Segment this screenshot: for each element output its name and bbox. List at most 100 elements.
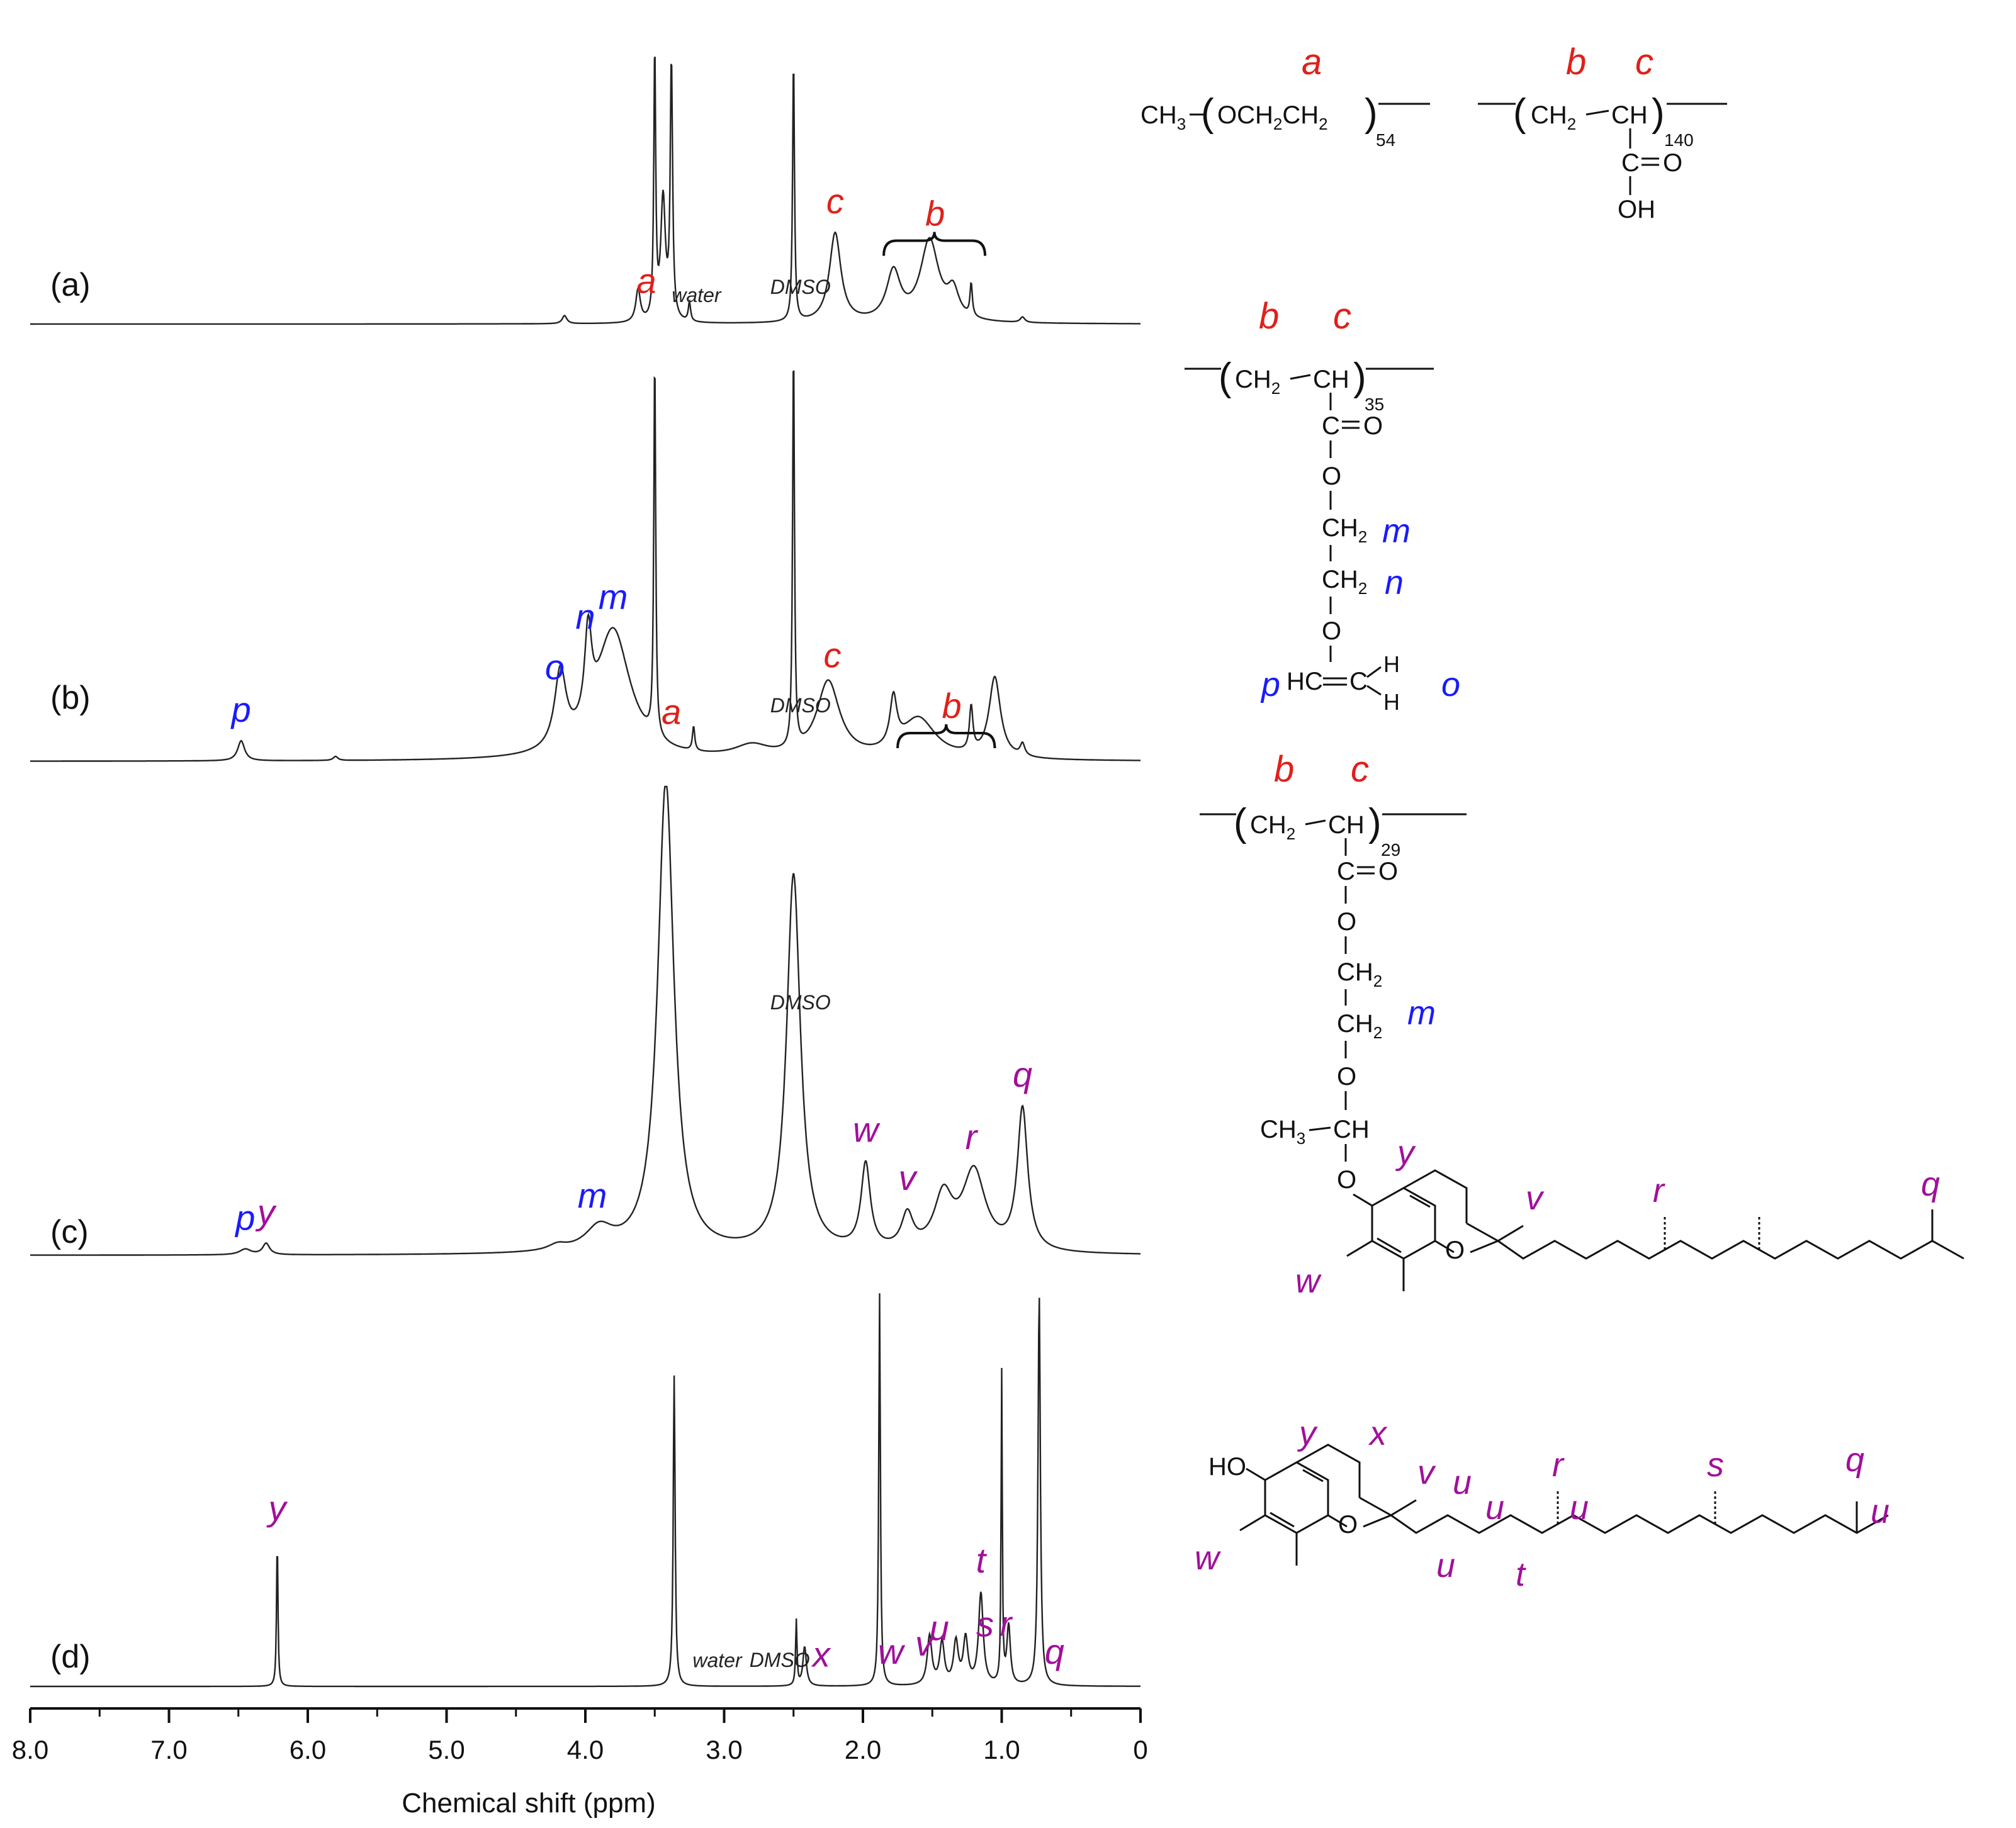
struct-d-label-u4: u bbox=[1570, 1489, 1589, 1527]
peak-label-b-3: m bbox=[599, 577, 628, 617]
peak-label-d-7: t bbox=[976, 1540, 988, 1580]
peak-label-d-6: u bbox=[930, 1608, 949, 1648]
struct-a-paa-ch2: CH2 bbox=[1531, 101, 1576, 133]
peak-label-d-1: water bbox=[692, 1649, 743, 1672]
struct-b-label-n: n bbox=[1385, 564, 1404, 602]
struct-b-o-carbonyl: O bbox=[1363, 412, 1383, 440]
struct-a-paa-co: C bbox=[1621, 149, 1640, 177]
peak-label-c-4: w bbox=[853, 1110, 881, 1150]
struct-d-label-u2: u bbox=[1485, 1489, 1504, 1527]
peak-label-d-2: DMSO bbox=[750, 1649, 810, 1671]
struct-b-ch: CH bbox=[1313, 366, 1349, 393]
peak-label-c-0: p bbox=[234, 1198, 255, 1238]
panel-label-b: (b) bbox=[50, 680, 91, 716]
peak-label-d-8: s bbox=[976, 1605, 994, 1644]
spectrum-trace-a bbox=[30, 56, 1140, 325]
struct-c-o3: O bbox=[1337, 1166, 1356, 1194]
struct-a-paa-oh: OH bbox=[1618, 196, 1655, 223]
brace-b bbox=[896, 724, 996, 749]
peak-label-c-1: y bbox=[255, 1192, 277, 1231]
struct-c-open: ( bbox=[1234, 801, 1247, 844]
peak-label-d-10: q bbox=[1045, 1632, 1064, 1671]
struct-d-label-y: y bbox=[1297, 1415, 1318, 1452]
struct-c-c: C bbox=[1337, 858, 1355, 885]
struct-d-label-u3: u bbox=[1436, 1547, 1455, 1584]
x-axis-label: Chemical shift (ppm) bbox=[402, 1788, 655, 1819]
struct-d-label-u1: u bbox=[1453, 1464, 1472, 1501]
struct-c-chromanol bbox=[1346, 1169, 1964, 1291]
peak-label-b-7: b bbox=[942, 686, 962, 726]
struct-b-ch2-m: CH2 bbox=[1322, 514, 1367, 546]
x-tick-label-4: 4.0 bbox=[567, 1735, 604, 1764]
struct-c-o1: O bbox=[1337, 908, 1356, 936]
struct-d-ho: HO bbox=[1208, 1453, 1246, 1481]
peak-label-c-5: v bbox=[899, 1158, 918, 1197]
peak-label-d-5: v bbox=[915, 1623, 935, 1663]
struct-c-ch2: CH2 bbox=[1250, 811, 1295, 843]
struct-a-close-paren: ) bbox=[1365, 91, 1378, 135]
x-tick-label-6: 2.0 bbox=[845, 1735, 881, 1764]
struct-a-paa-n: 140 bbox=[1664, 130, 1694, 150]
x-tick-label-3: 5.0 bbox=[428, 1735, 465, 1764]
spectrum-trace-c bbox=[30, 785, 1140, 1256]
struct-c-ch3: CH3 bbox=[1260, 1116, 1305, 1148]
x-tick-label-5: 3.0 bbox=[706, 1735, 742, 1764]
struct-c-label-m: m bbox=[1407, 994, 1436, 1032]
spectrum-trace-b bbox=[30, 370, 1140, 762]
struct-b-h2: H bbox=[1383, 689, 1400, 715]
struct-d-chromanol bbox=[1239, 1444, 1889, 1566]
structure-d: HO O y x v u u u t r u s q u bbox=[1195, 1415, 1889, 1593]
peak-label-a-3: c bbox=[826, 181, 844, 221]
struct-c-ch2b: CH2 bbox=[1337, 1010, 1382, 1042]
peak-label-b-5: DMSO bbox=[770, 694, 831, 717]
struct-b-c: C bbox=[1322, 412, 1340, 440]
peak-label-b-1: o bbox=[545, 648, 565, 687]
peak-label-a-0: a bbox=[636, 261, 656, 300]
x-tick-label-0: 8.0 bbox=[12, 1735, 48, 1764]
x-tick-label-1: 7.0 bbox=[150, 1735, 187, 1764]
struct-b-c2: C bbox=[1349, 668, 1368, 695]
struct-b-ch2-n: CH2 bbox=[1322, 566, 1367, 598]
struct-d-label-r: r bbox=[1552, 1446, 1565, 1484]
peak-label-a-4: b bbox=[925, 193, 945, 233]
struct-d-label-s: s bbox=[1707, 1446, 1724, 1484]
struct-a-label-a: a bbox=[1302, 42, 1322, 82]
struct-c-cch: CH bbox=[1333, 1116, 1370, 1143]
peak-label-b-2: n bbox=[575, 597, 595, 636]
struct-b-label-m: m bbox=[1382, 512, 1411, 550]
struct-a-open-paren: ( bbox=[1201, 91, 1214, 135]
x-tick-label-8: 0 bbox=[1133, 1735, 1147, 1764]
struct-a-paa-o: O bbox=[1663, 149, 1682, 177]
struct-c-label-q: q bbox=[1921, 1165, 1940, 1203]
x-tick-label-7: 1.0 bbox=[983, 1735, 1020, 1764]
struct-c-label-y: y bbox=[1395, 1134, 1416, 1172]
struct-c-n: 29 bbox=[1381, 840, 1400, 860]
struct-a-peg-unit: OCH2CH2 bbox=[1217, 101, 1328, 133]
struct-b-close: ) bbox=[1353, 356, 1366, 399]
struct-d-label-q: q bbox=[1845, 1441, 1864, 1479]
struct-c-ch2a: CH2 bbox=[1337, 958, 1382, 990]
panel-label-a: (a) bbox=[50, 267, 91, 303]
struct-d-label-w: w bbox=[1195, 1539, 1221, 1577]
peak-label-d-0: y bbox=[266, 1488, 288, 1528]
struct-d-label-t: t bbox=[1516, 1556, 1526, 1593]
peak-label-a-2: DMSO bbox=[770, 276, 831, 298]
peak-label-c-7: q bbox=[1013, 1055, 1032, 1094]
struct-b-open: ( bbox=[1219, 356, 1232, 399]
struct-d-label-v: v bbox=[1417, 1454, 1436, 1491]
panel-label-c: (c) bbox=[50, 1214, 89, 1250]
peak-label-b-0: p bbox=[230, 690, 251, 729]
struct-b-label-o: o bbox=[1441, 666, 1460, 704]
struct-d-label-x: x bbox=[1368, 1415, 1388, 1452]
struct-b-label-p: p bbox=[1260, 666, 1280, 704]
struct-b-label-b: b bbox=[1259, 296, 1279, 337]
struct-c-ring-o: O bbox=[1445, 1236, 1465, 1264]
structure-b: b c ( CH2 CH ) 35 C O O CH2 m CH2 n O p … bbox=[1185, 296, 1460, 715]
struct-b-o2: O bbox=[1322, 617, 1341, 645]
